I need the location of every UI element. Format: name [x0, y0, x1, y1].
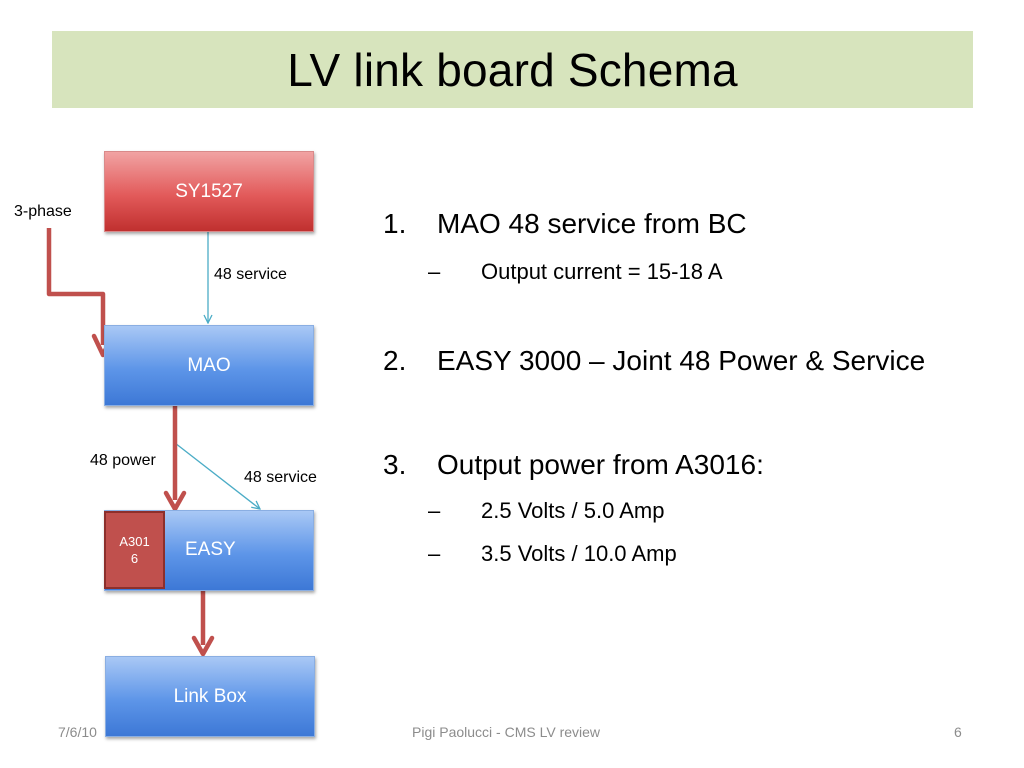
- link-box-label: Link Box: [173, 685, 247, 707]
- list-item-1-text: MAO 48 service from BC: [437, 208, 747, 239]
- service-arrow-mao-easy: [174, 442, 260, 509]
- list-subitem-3-1-marker: –: [428, 498, 441, 523]
- list-subitem-1-1-text: Output current = 15-18 A: [481, 259, 723, 284]
- title-bar: LV link board Schema: [52, 31, 973, 108]
- three-phase-label: 3-phase: [14, 203, 72, 220]
- footer-center: Pigi Paolucci - CMS LV review: [412, 724, 601, 740]
- footer-page-number: 6: [954, 724, 962, 740]
- link-box: Link Box: [105, 656, 315, 737]
- list-item-1-marker: 1.: [383, 208, 407, 239]
- service-label-top: 48 service: [214, 266, 287, 283]
- sy1527-label: SY1527: [175, 180, 243, 202]
- mao-box: MAO: [104, 325, 314, 406]
- list-item-2-marker: 2.: [383, 345, 407, 376]
- list-subitem-3-1-text: 2.5 Volts / 5.0 Amp: [481, 498, 665, 523]
- list-subitem-3-2-marker: –: [428, 541, 441, 566]
- list-item-3-text: Output power from A3016:: [437, 449, 764, 480]
- a3016-box: A301 6: [104, 511, 165, 589]
- service-label-bottom: 48 service: [244, 469, 317, 486]
- list-item-2-text: EASY 3000 – Joint 48 Power & Service: [437, 345, 926, 376]
- power-label: 48 power: [90, 452, 156, 469]
- list-subitem-3-2-text: 3.5 Volts / 10.0 Amp: [481, 541, 677, 566]
- list-item-3-marker: 3.: [383, 449, 407, 480]
- list-subitem-1-1-marker: –: [428, 259, 441, 284]
- easy-label: EASY: [185, 538, 236, 560]
- slide-title: LV link board Schema: [287, 43, 738, 96]
- a3016-label: A301 6: [119, 534, 150, 566]
- footer-date: 7/6/10: [58, 724, 97, 740]
- three-phase-arrow: [46, 228, 106, 345]
- sy1527-box: SY1527: [104, 151, 314, 232]
- mao-label: MAO: [187, 354, 231, 376]
